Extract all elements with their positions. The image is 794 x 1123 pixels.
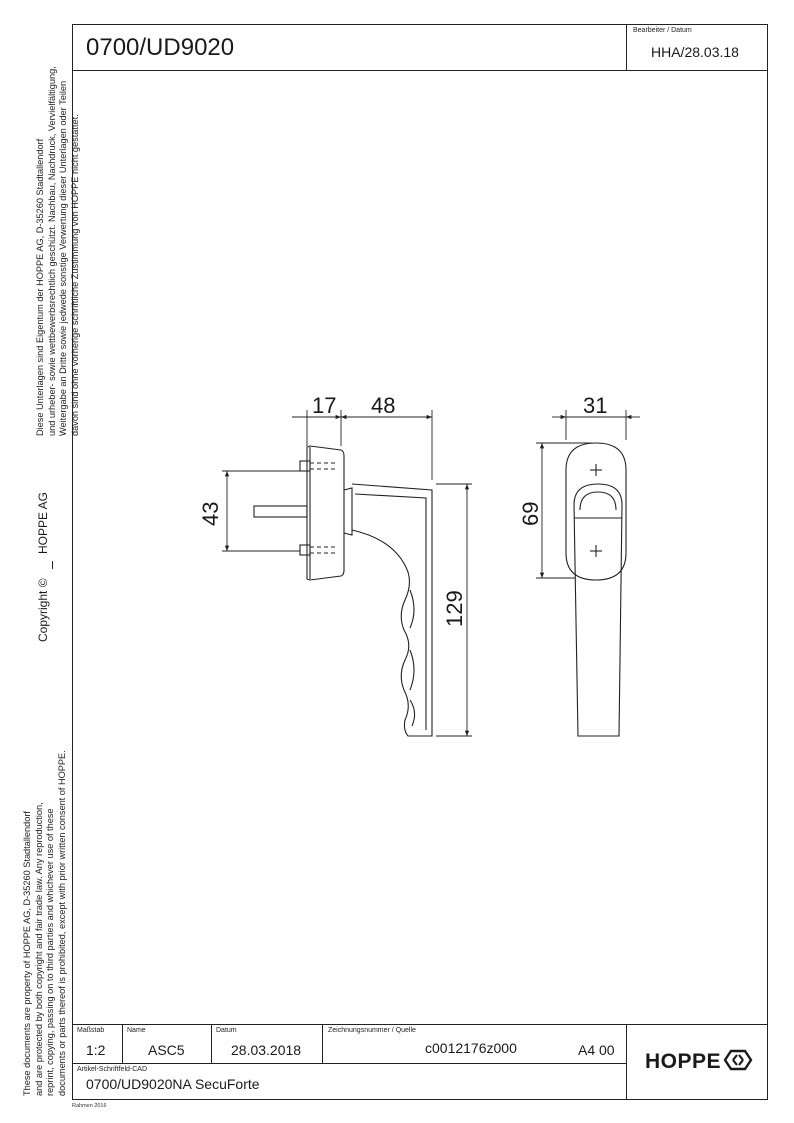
footer-divider-4 bbox=[626, 1024, 627, 1100]
name-value: ASC5 bbox=[148, 1042, 185, 1058]
drawing-title: 0700/UD9020 bbox=[86, 34, 235, 61]
scale-value: 1:2 bbox=[86, 1042, 106, 1058]
footer-row-divider bbox=[72, 1063, 626, 1064]
drawing-number-value: c0012176z000 bbox=[425, 1040, 517, 1056]
name-label: Name bbox=[127, 1027, 146, 1034]
dimension-129: 129 bbox=[442, 590, 467, 627]
drawing-number-label: Zeichnungsnummer / Quelle bbox=[328, 1027, 416, 1034]
article-value: 0700/UD9020NA SecuForte bbox=[86, 1076, 260, 1092]
footer-top-border bbox=[72, 1024, 768, 1025]
scale-label: Maßstab bbox=[77, 1027, 105, 1034]
dimension-31: 31 bbox=[583, 393, 607, 418]
spindle bbox=[253, 505, 308, 518]
rose-side-view bbox=[306, 445, 345, 581]
editor-label: Bearbeiter / Datum bbox=[633, 27, 692, 34]
hoppe-logo-icon bbox=[723, 1049, 753, 1071]
handle-front-view bbox=[573, 483, 623, 737]
frame-note: Rahmen 2016 bbox=[72, 1103, 107, 1109]
logo-text: HOPPE bbox=[645, 1050, 722, 1073]
dimension-43: 43 bbox=[198, 502, 223, 526]
rose-front-view bbox=[565, 442, 627, 581]
date-label: Datum bbox=[216, 1027, 237, 1034]
dimension-69: 69 bbox=[518, 502, 543, 526]
footer-divider-3 bbox=[322, 1024, 323, 1063]
paper-format: A4 00 bbox=[578, 1042, 615, 1058]
dimension-48: 48 bbox=[371, 393, 395, 418]
header-divider bbox=[72, 70, 768, 71]
drawing-frame bbox=[72, 24, 768, 1100]
date-value: 28.03.2018 bbox=[231, 1042, 302, 1058]
screw-head-bottom bbox=[299, 544, 311, 556]
hoppe-logo: HOPPE bbox=[645, 1049, 753, 1074]
handle-side-view bbox=[351, 483, 433, 737]
screw-head-top bbox=[299, 460, 311, 472]
header-editor-divider bbox=[626, 24, 627, 70]
footer-divider-1 bbox=[122, 1024, 123, 1063]
footer-divider-2 bbox=[211, 1024, 212, 1063]
dimension-17: 17 bbox=[312, 393, 336, 418]
editor-value: HHA/28.03.18 bbox=[651, 44, 739, 60]
article-label: Artikel-Schriftfeld-CAD bbox=[77, 1066, 148, 1073]
